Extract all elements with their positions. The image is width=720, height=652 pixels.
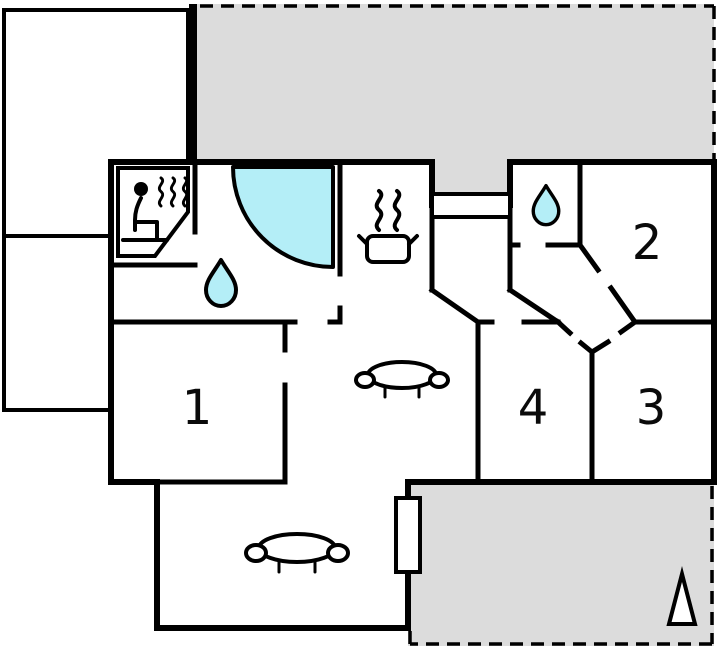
steam-icon	[157, 176, 189, 208]
steam-icon	[374, 189, 402, 232]
sauna-person-body	[121, 196, 169, 242]
sofa-icon	[354, 360, 450, 399]
stove-pot	[365, 234, 411, 264]
room-label-3: 3	[636, 380, 667, 436]
window-icon	[430, 192, 512, 219]
terrace-bottom-dashed-border	[408, 486, 714, 646]
sauna-person-head	[134, 182, 148, 196]
terrace-top-area	[197, 4, 714, 162]
north-arrow-icon	[666, 566, 698, 626]
stove-pot-handles	[357, 234, 419, 246]
sauna-icon	[116, 166, 190, 258]
house-interior-walls	[108, 159, 717, 485]
window-icon	[394, 496, 422, 574]
sofa-icon	[244, 532, 350, 574]
terrace-top-dashed-border	[200, 4, 716, 160]
room-label-4: 4	[518, 380, 549, 436]
water-drop-icon	[531, 183, 561, 227]
water-drop-icon	[204, 258, 238, 308]
stove-icon	[357, 189, 419, 264]
terrace-bottom-area	[408, 482, 714, 646]
room-label-2: 2	[632, 215, 663, 271]
annex-room-left	[2, 234, 113, 412]
shower-icon	[231, 165, 335, 269]
room-label-1: 1	[182, 380, 213, 436]
